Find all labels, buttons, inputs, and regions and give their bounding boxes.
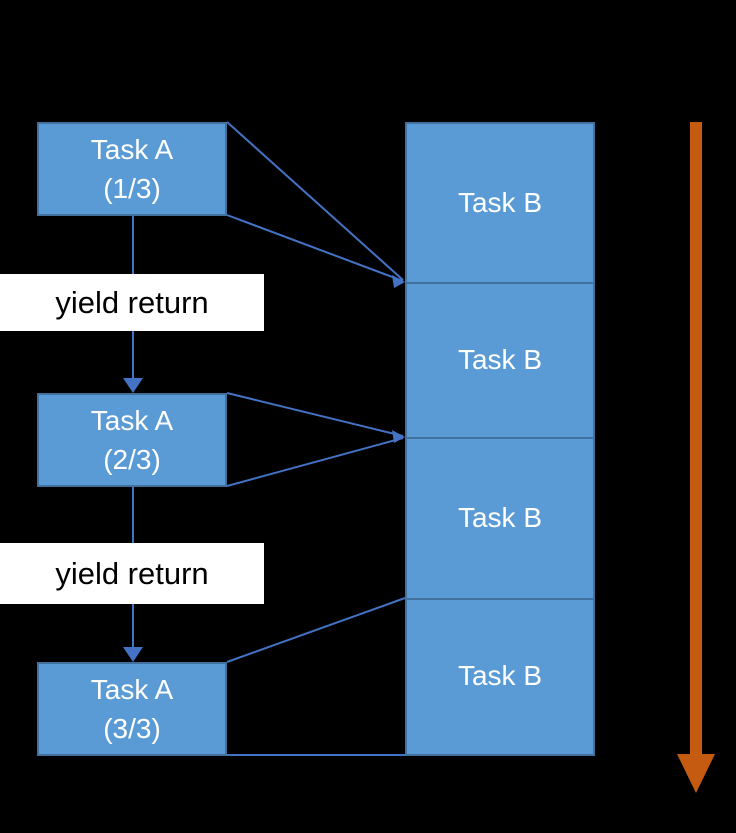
task-b-block-2: Task B [407, 282, 593, 437]
task-b-block-4: Task B [407, 598, 593, 754]
task-a-box-3: Task A (3/3) [37, 662, 227, 756]
task-a-box-1-subtitle: (1/3) [103, 173, 161, 204]
yield-return-text-2: yield return [55, 555, 209, 591]
yield-return-label-2: yield return [0, 543, 264, 604]
connector-a1-bottom-to-b [226, 214, 404, 282]
task-b-divider-2 [407, 437, 593, 439]
task-a-box-3-title: Task A [90, 674, 174, 705]
arrowhead-junction-2-icon [392, 430, 405, 443]
task-b-block-1-label: Task B [457, 187, 543, 218]
task-a-box-3-subtitle: (3/3) [103, 713, 161, 744]
task-b-block-2-label: Task B [457, 343, 543, 375]
connector-a1-top-to-b [226, 121, 404, 281]
arrowhead-a3-icon [123, 647, 143, 662]
task-b-divider-1 [407, 282, 593, 284]
yield-return-label-1: yield return [0, 274, 264, 331]
timeline-arrow-shaft [690, 122, 702, 754]
task-b-block-3: Task B [407, 437, 593, 598]
task-b-column: Task B Task B Task B Task B [405, 122, 595, 756]
yield-return-text-1: yield return [55, 284, 209, 320]
task-a-box-2-subtitle: (2/3) [103, 444, 161, 475]
connector-a2-top-to-b [226, 392, 404, 437]
arrowhead-a2-icon [123, 378, 143, 393]
connector-a2-bottom-to-b [226, 437, 404, 487]
task-b-block-3-label: Task B [457, 501, 543, 533]
connector-a3-top-to-b [226, 597, 406, 663]
arrowhead-junction-1-icon [392, 275, 405, 288]
task-a-box-2: Task A (2/3) [37, 393, 227, 487]
task-a-box-1: Task A (1/3) [37, 122, 227, 216]
task-b-block-4-label: Task B [457, 660, 543, 691]
task-a-box-2-title: Task A [90, 405, 174, 436]
timeline-arrow-head-icon [677, 754, 715, 793]
task-b-block-1: Task B [407, 124, 593, 282]
task-a-box-1-title: Task A [90, 134, 174, 165]
task-b-divider-3 [407, 598, 593, 600]
